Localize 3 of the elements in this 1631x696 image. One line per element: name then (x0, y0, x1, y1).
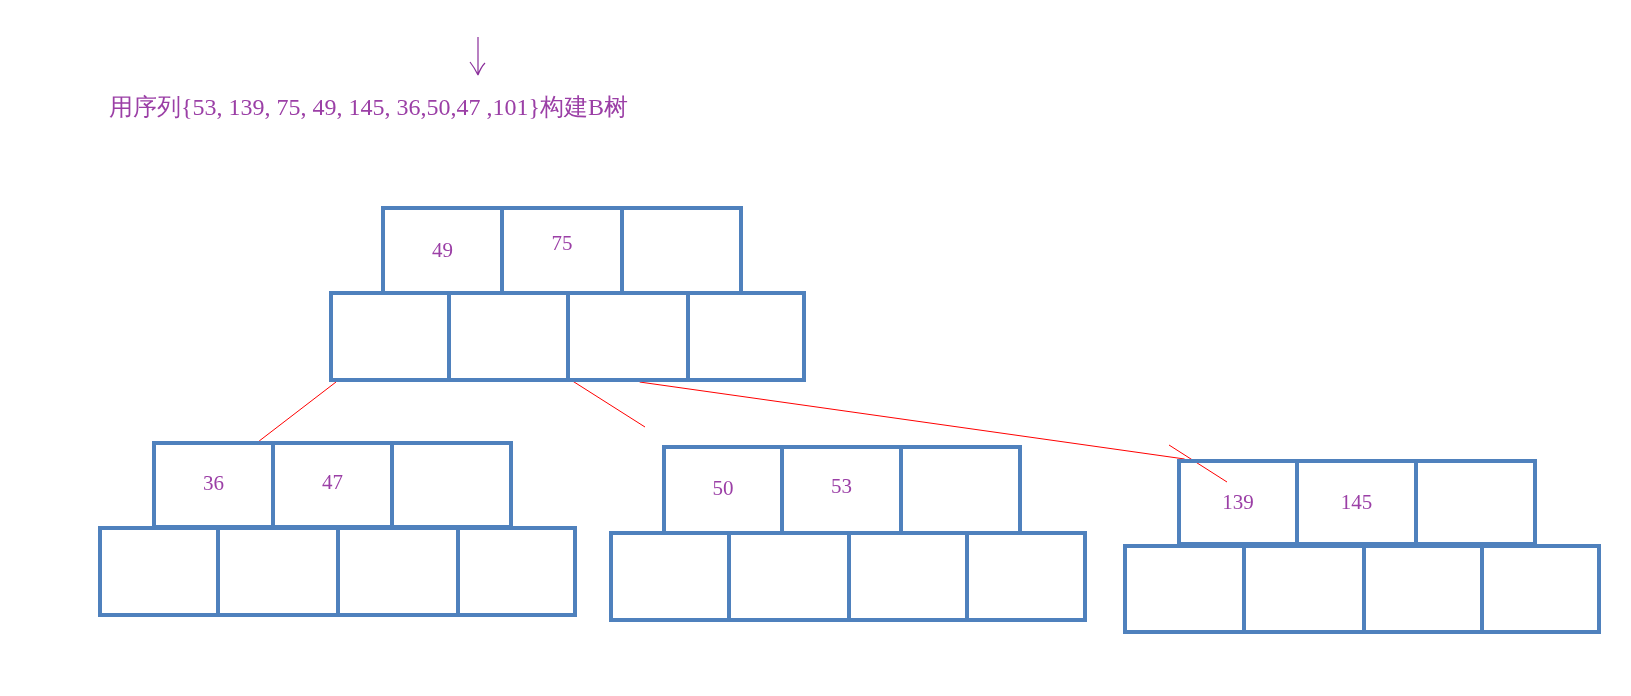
connector-line (258, 381, 337, 442)
connector-line (639, 381, 1186, 460)
title: 用序列{53, 139, 75, 49, 145, 36,50,47 ,101}构建B树 (109, 93, 629, 122)
